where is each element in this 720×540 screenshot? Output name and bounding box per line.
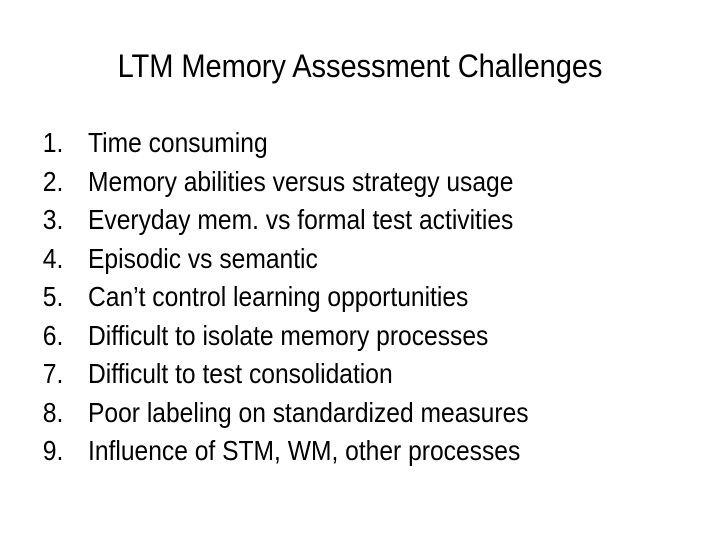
list-item-label: Memory abilities versus strategy usage [88, 165, 514, 197]
list-item-label: Episodic vs semantic [88, 242, 318, 274]
list-item: 6. Difficult to isolate memory processes [40, 317, 680, 356]
list-item-number: 4. [42, 242, 64, 274]
list-item: 2. Memory abilities versus strategy usag… [40, 163, 680, 202]
list-item-label: Everyday mem. vs formal test activities [88, 204, 514, 235]
list-item-number: 7. [42, 358, 64, 389]
list-item-number: 6. [42, 319, 64, 351]
numbered-list: 1. Time consuming 2. Memory abilities ve… [40, 124, 680, 471]
list-item-number: 9. [42, 435, 64, 466]
list-item: 7. Difficult to test consolidation [40, 355, 680, 394]
list-item-number: 8. [42, 396, 64, 428]
list-item: 1. Time consuming [40, 124, 680, 163]
list-item-number: 1. [42, 127, 64, 158]
list-item: 5. Can’t control learning opportunities [40, 278, 680, 317]
page-title: LTM Memory Assessment Challenges [117, 48, 603, 84]
list-item-label: Difficult to isolate memory processes [88, 319, 489, 351]
list-item: 3. Everyday mem. vs formal test activiti… [40, 201, 680, 240]
list-item-number: 5. [42, 281, 64, 312]
list-item-label: Time consuming [88, 127, 268, 158]
list-item: 8. Poor labeling on standardized measure… [40, 394, 680, 433]
list-item-label: Influence of STM, WM, other processes [88, 435, 521, 466]
list-item: 9. Influence of STM, WM, other processes [40, 432, 680, 471]
list-item-number: 2. [42, 165, 64, 197]
list-item-label: Difficult to test consolidation [88, 358, 393, 389]
list-item-label: Can’t control learning opportunities [88, 281, 469, 312]
list-item-label: Poor labeling on standardized measures [88, 396, 529, 428]
list-item-number: 3. [42, 204, 64, 235]
list-item: 4. Episodic vs semantic [40, 240, 680, 279]
